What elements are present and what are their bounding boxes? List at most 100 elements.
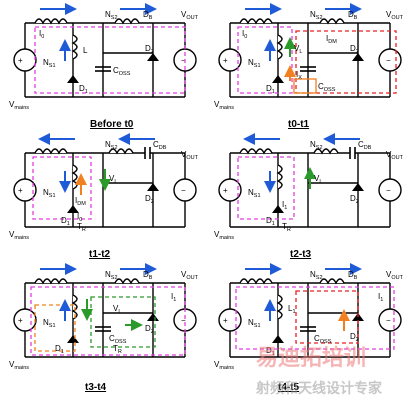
inductor-coil [276, 34, 283, 60]
label-ns1: NS1 [43, 318, 56, 329]
secondary-winding [108, 148, 134, 155]
circuit-wiring [229, 22, 391, 98]
diode-d1 [272, 75, 284, 83]
label-tr: TR [282, 222, 291, 233]
inductor-coil [276, 164, 283, 190]
label-coss: COSS [318, 82, 336, 93]
mains-source [13, 48, 37, 72]
label-current: I1 [171, 292, 176, 303]
label-current: I1 [282, 200, 287, 211]
current-loop [34, 304, 76, 352]
label-vout: VOUT [181, 270, 199, 281]
label-ns1: NS1 [248, 188, 261, 199]
current-loop [30, 286, 186, 356]
label-d2: D2 [350, 194, 359, 205]
inductor-coil [71, 164, 78, 190]
label-db: DB [143, 270, 153, 281]
diode-d1 [272, 335, 284, 343]
source-plus-sign: + [223, 56, 228, 65]
label-db: DB [348, 10, 358, 21]
panel-t0-t1: + − NS2 DB VOUT I0 IDM IX NS1 VL D2 D1 C… [214, 3, 404, 130]
circuit-wiring [24, 152, 186, 228]
diode-d2 [352, 53, 364, 61]
label-d1: D1 [79, 84, 88, 95]
label-cdb: CDB [153, 140, 167, 151]
circuit-wiring [229, 152, 391, 228]
label-vmains: Vmains [9, 360, 29, 371]
label-vmains: Vmains [214, 100, 234, 111]
secondary-winding [319, 18, 345, 25]
label-idm: IDM [75, 196, 86, 207]
label-inductor: L [83, 46, 88, 55]
current-loop [32, 156, 92, 220]
label-ns2: NS2 [105, 10, 118, 21]
label-vl: VL [113, 304, 121, 315]
label-vout: VOUT [181, 150, 199, 161]
label-vmains: Vmains [9, 100, 29, 111]
label-d2: D2 [350, 332, 359, 343]
coss-highlight [293, 78, 317, 94]
current-loop [237, 156, 295, 220]
mains-source [13, 178, 37, 202]
label-ns1: NS1 [248, 58, 261, 69]
label-tr: TR [113, 344, 122, 355]
output-minus-sign: − [386, 186, 391, 195]
label-idm: IDM [326, 34, 337, 45]
label-d1: D1 [266, 346, 275, 357]
primary-winding [239, 278, 273, 285]
label-d1: D1 [266, 216, 275, 227]
label-vmains: Vmains [214, 360, 234, 371]
diode-d1 [67, 75, 79, 83]
primary-winding [239, 148, 273, 155]
label-coss: COSS [109, 334, 127, 345]
diode-d2 [352, 183, 364, 191]
label-db: DB [348, 270, 358, 281]
current-loop [237, 26, 293, 94]
secondary-winding [114, 278, 140, 285]
primary-winding [34, 18, 68, 25]
output-minus-sign: − [181, 56, 186, 65]
source-plus-sign: + [18, 316, 23, 325]
secondary-winding [114, 18, 140, 25]
label-tr: TR [77, 222, 86, 233]
watermark-logo-text: 易迪拓培训 [256, 345, 366, 371]
label-d1: D1 [61, 216, 70, 227]
label-d2: D2 [145, 194, 154, 205]
label-ns2: NS2 [310, 140, 323, 151]
output-minus-sign: − [386, 56, 391, 65]
panel-title: Before t0 [90, 119, 134, 130]
label-vout: VOUT [386, 150, 404, 161]
source-plus-sign: + [18, 186, 23, 195]
current-loop [295, 30, 397, 94]
label-d1: D1 [55, 344, 64, 355]
label-current: I0 [39, 29, 44, 40]
panel-before-t0: + − NS2 DB VOUT I0 NS1 L D2 D1 COSS Vmai… [9, 3, 199, 130]
output-minus-sign: − [386, 316, 391, 325]
output-source [378, 308, 402, 332]
label-d2: D2 [145, 44, 154, 55]
panel-title: t0-t1 [288, 119, 310, 130]
diode-d1 [67, 335, 79, 343]
output-source [173, 178, 197, 202]
label-vl: VL [314, 174, 322, 185]
capacitor-gap [350, 147, 355, 159]
diode-d1 [67, 205, 79, 213]
panel-title: t2-t3 [290, 249, 312, 260]
label-vout: VOUT [386, 10, 404, 21]
panel-title: t3-t4 [85, 382, 107, 393]
current-loop [90, 296, 156, 348]
label-db: DB [143, 10, 153, 21]
panel-t2-t3: + − NS2 CDB VOUT I1 NS1 VL D2 D1 TR Vmai… [214, 133, 404, 260]
circuit-wiring [24, 282, 186, 358]
output-source [378, 178, 402, 202]
label-vout: VOUT [181, 10, 199, 21]
label-ns2: NS2 [105, 270, 118, 281]
label-ns1: NS1 [248, 318, 261, 329]
panel-t4-t5: + − NS2 DB VOUT I1 NS1 L1 D2 D1 COSS Vma… [214, 263, 404, 393]
label-d2: D2 [350, 44, 359, 55]
diode-d2 [147, 313, 159, 321]
output-minus-sign: − [181, 186, 186, 195]
source-plus-sign: + [223, 316, 228, 325]
label-inductor: L1 [288, 304, 296, 315]
